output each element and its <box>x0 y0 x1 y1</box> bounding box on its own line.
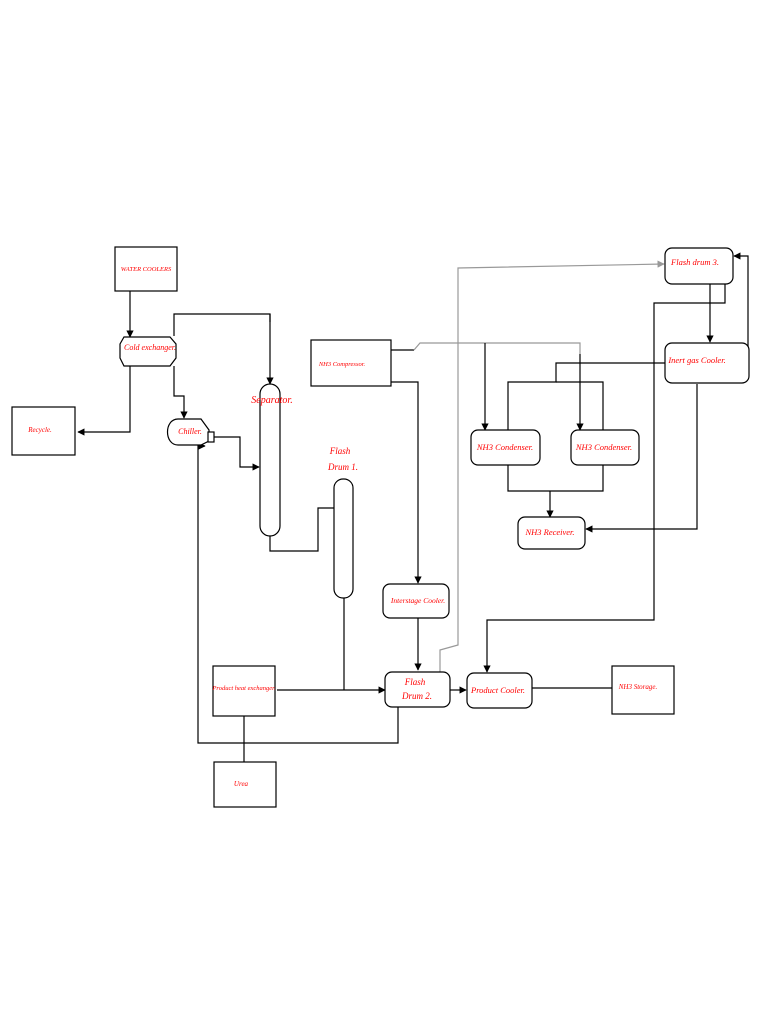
pipe-flash-drum-2-to-chiller <box>197 442 399 744</box>
flash-drum-1-vessel: Flash Drum 1. <box>327 446 358 599</box>
pipe-flash-drum-3-to-product-cooler <box>483 284 726 673</box>
nh3-storage-box: NH3 Storage. <box>611 665 675 715</box>
pipe-chiller-to-separator <box>213 436 260 471</box>
nh3-receiver-label: NH3 Receiver. <box>524 527 574 537</box>
chiller-label: Chiller. <box>178 427 202 436</box>
urea-label: Urea <box>234 780 249 788</box>
nh3-condenser-2: NH3 Condenser. <box>570 429 640 466</box>
nh3-compressor-label: NH3 Compressor. <box>318 361 366 368</box>
pipe-cold-exchanger-to-recycle <box>77 366 131 436</box>
pipe-condensers-to-receiver <box>507 465 604 492</box>
pipe-flash-drum-2-to-flash-drum-3-gray <box>439 260 665 672</box>
pipe-inert-gas-cooler-to-receiver <box>585 384 698 533</box>
separator-vessel: Separator. <box>251 383 293 537</box>
product-cooler-label: Product Cooler. <box>470 685 525 695</box>
pipe-inert-gas-cooler-to-flash-drum-3 <box>733 252 749 363</box>
cold-exchanger: Cold exchanger. <box>119 336 177 367</box>
nh3-condenser-1-label: NH3 Condenser. <box>476 442 533 452</box>
inert-gas-cooler: Inert gas Cooler. <box>664 342 750 384</box>
inert-gas-cooler-label: Inert gas Cooler. <box>667 355 725 365</box>
flash-drum-2-label-line2: Drum 2. <box>401 691 432 701</box>
water-coolers-box: WATER COOLERS <box>114 246 178 292</box>
interstage-cooler-label: Interstage Cooler. <box>390 596 445 605</box>
separator-label: Separator. <box>251 395 292 406</box>
flash-drum-2: Flash Drum 2. <box>384 671 451 708</box>
pipe-compressor-to-condensers-gray <box>413 342 581 354</box>
flash-drum-3: Flash drum 3. <box>664 247 734 285</box>
pipes <box>77 252 749 762</box>
flash-drum-1-label-line2: Drum 1. <box>327 462 358 472</box>
pipe-cold-exchanger-to-separator-top <box>173 313 274 385</box>
product-heat-exchanger-box: Product heat exchanger. <box>211 665 276 717</box>
pipe-to-condenser-2 <box>556 381 604 430</box>
product-heat-exchanger-label: Product heat exchanger. <box>211 685 275 692</box>
cold-exchanger-label: Cold exchanger. <box>124 343 176 352</box>
chiller: Chiller. <box>166 418 215 446</box>
nh3-condenser-2-label: NH3 Condenser. <box>575 442 632 452</box>
nh3-receiver: NH3 Receiver. <box>517 516 586 550</box>
water-coolers-label: WATER COOLERS <box>121 266 172 273</box>
product-cooler: Product Cooler. <box>466 672 533 709</box>
recycle-label: Recycle. <box>27 426 52 434</box>
flash-drum-2-label-line1: Flash <box>404 677 426 687</box>
flash-drum-1-label-line1: Flash <box>329 446 351 456</box>
nh3-condenser-1: NH3 Condenser. <box>470 429 541 466</box>
recycle-box: Recycle. <box>11 406 76 456</box>
nh3-compressor-box: NH3 Compressor. <box>310 339 392 387</box>
pipe-separator-to-flash-drum-1 <box>269 507 334 552</box>
nh3-storage-label: NH3 Storage. <box>618 683 658 691</box>
urea-box: Urea <box>213 761 277 808</box>
pipe-compressor-to-interstage-cooler <box>391 381 422 584</box>
pipe-cold-exchanger-to-chiller <box>173 366 188 419</box>
interstage-cooler: Interstage Cooler. <box>382 583 450 619</box>
flash-drum-3-label: Flash drum 3. <box>670 257 719 267</box>
pipe-inert-gas-cooler-to-condensers <box>507 362 665 430</box>
